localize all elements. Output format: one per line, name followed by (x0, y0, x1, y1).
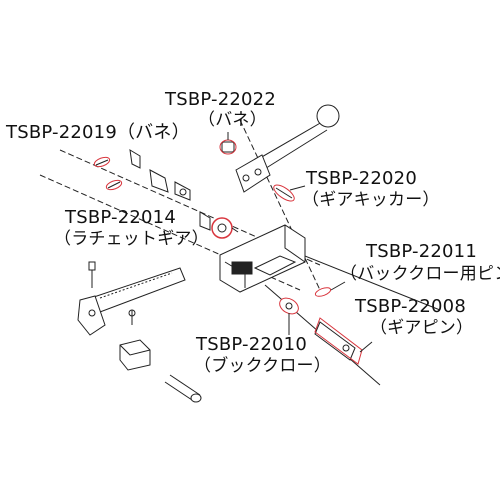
label-22019-code: TSBP-22019（バネ） (6, 122, 190, 143)
book-claw-22010 (279, 297, 299, 315)
leader-line (359, 341, 373, 353)
gear-pin-22008 (314, 317, 363, 365)
spring-22019 (93, 156, 123, 191)
pin-22011 (314, 287, 332, 297)
label-22022-code: TSBP-22022 (165, 89, 276, 110)
ratchet-bar (77, 267, 186, 336)
long-pin (164, 374, 202, 403)
tool-body (219, 224, 306, 293)
bracket-part (129, 149, 191, 201)
label-22014-name: （ラチェットギア） (54, 229, 209, 249)
assembly-axis-line (289, 249, 441, 311)
label-22020-code: TSBP-22020 (306, 168, 417, 189)
spring-22022 (219, 139, 237, 155)
assembly-axis-line (239, 119, 321, 291)
label-22010-code: TSBP-22010 (196, 334, 307, 355)
ratchet-gear-22014 (199, 211, 233, 239)
label-22008-code: TSBP-22008 (355, 296, 466, 317)
label-22014-code: TSBP-22014 (65, 207, 176, 228)
leader-line (231, 227, 239, 233)
lower-block (119, 339, 151, 371)
label-22011-name: （バッククロー用ピン） (340, 264, 500, 284)
gear-kicker-22020 (273, 184, 295, 202)
label-22008-name: （ギアピン） (370, 318, 474, 338)
handle-lever (235, 104, 340, 193)
leader-line (330, 281, 346, 291)
label-22011-code: TSBP-22011 (366, 241, 477, 262)
screw-part (88, 261, 136, 325)
leader-line (289, 185, 306, 191)
label-22022-name: （バネ） (198, 110, 267, 130)
label-22010-name: （ブッククロー） (194, 356, 331, 376)
label-22020-name: （ギアキッカー） (302, 190, 440, 210)
